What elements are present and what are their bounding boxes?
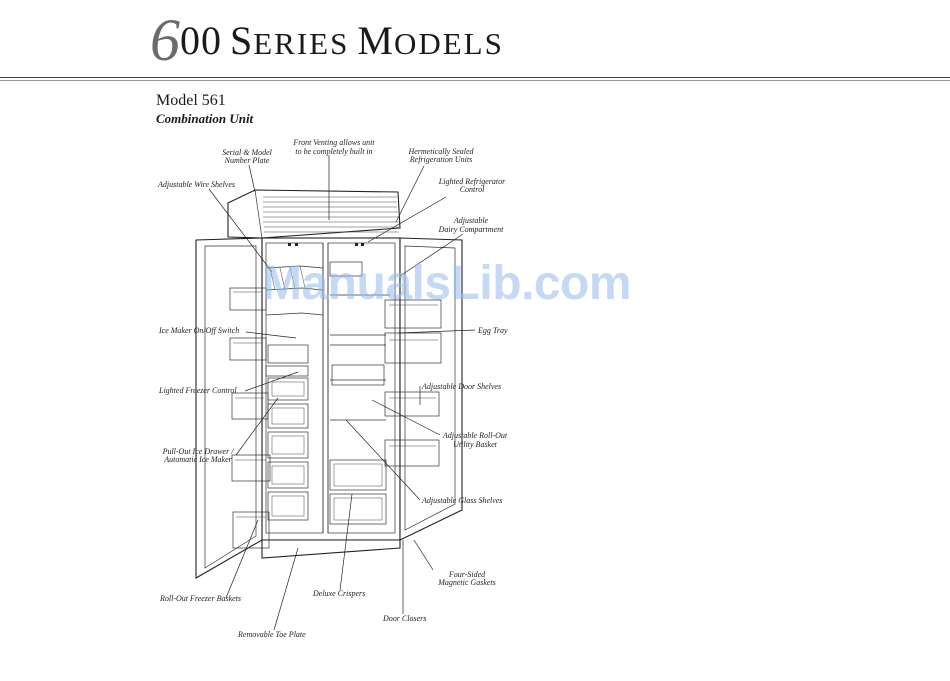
label-serial-plate-line1: Serial & Model bbox=[222, 148, 273, 157]
label-deluxe-crispers: Deluxe Crispers bbox=[312, 589, 365, 598]
label-serial-plate-line2: Number Plate bbox=[224, 156, 270, 165]
label-utility-basket-line2: Utility Basket bbox=[453, 440, 498, 449]
label-lighted-refrigerator-control-line2: Control bbox=[460, 185, 485, 194]
freezer-door bbox=[195, 237, 271, 579]
label-gaskets-line2: Magnetic Gaskets bbox=[437, 578, 496, 587]
callout-labels: Front Venting allows unit to be complete… bbox=[157, 138, 508, 639]
label-dairy-line1: Adjustable bbox=[453, 216, 489, 225]
title-drop-numeral: 6 bbox=[150, 7, 180, 73]
label-ice-drawer-line1: Pull-Out Ice Drawer / bbox=[162, 447, 235, 456]
model-subtitle: Combination Unit bbox=[156, 111, 254, 126]
label-ice-drawer-line2: Automatic Ice Maker bbox=[163, 455, 232, 464]
label-glass-shelves: Adjustable Glass Shelves bbox=[421, 496, 502, 505]
label-front-venting-line1: Front Venting allows unit bbox=[292, 138, 375, 147]
title-models-initial: M bbox=[357, 18, 394, 63]
label-gaskets-line1: Four-Sided bbox=[448, 570, 486, 579]
watermark: ManualsLib.com bbox=[262, 257, 632, 310]
label-hermetic-line2: Refrigeration Units bbox=[409, 155, 472, 164]
title-models-rest: ODELS bbox=[393, 26, 504, 61]
title-zeros: 00 bbox=[180, 18, 222, 63]
label-ice-maker-switch: Ice Maker On/Off Switch bbox=[158, 326, 239, 335]
top-grille bbox=[227, 189, 401, 239]
refrigerator-door bbox=[384, 237, 463, 541]
label-toe-plate: Removable Toe Plate bbox=[237, 630, 306, 639]
refrigerator-illustration bbox=[195, 189, 463, 579]
label-utility-basket-line1: Adjustable Roll-Out bbox=[442, 431, 508, 440]
label-lighted-refrigerator-control-line1: Lighted Refrigerator bbox=[438, 177, 506, 186]
label-dairy-line2: Dairy Compartment bbox=[438, 225, 504, 234]
label-door-closers: Door Closers bbox=[382, 614, 426, 623]
label-egg-tray: Egg Tray bbox=[477, 326, 508, 335]
page-title: 600 SERIES MODELS bbox=[150, 10, 504, 70]
header-rule-top bbox=[0, 77, 950, 78]
leader-lines bbox=[208, 155, 476, 631]
header-rule-bottom bbox=[0, 80, 950, 81]
label-hermetic-line1: Hermetically Sealed bbox=[407, 147, 474, 156]
label-front-venting-line2: to be completely built in bbox=[295, 147, 372, 156]
label-door-shelves: Adjustable Door Shelves bbox=[421, 382, 501, 391]
cabinet-body bbox=[261, 237, 401, 559]
model-name: Model 561 bbox=[156, 92, 226, 109]
title-series-rest: ERIES bbox=[253, 26, 350, 61]
label-wire-shelves: Adjustable Wire Shelves bbox=[157, 180, 235, 189]
title-series-initial: S bbox=[230, 18, 254, 63]
label-freezer-baskets: Roll-Out Freezer Baskets bbox=[159, 594, 241, 603]
label-lighted-freezer-control: Lighted Freezer Control bbox=[158, 386, 237, 395]
